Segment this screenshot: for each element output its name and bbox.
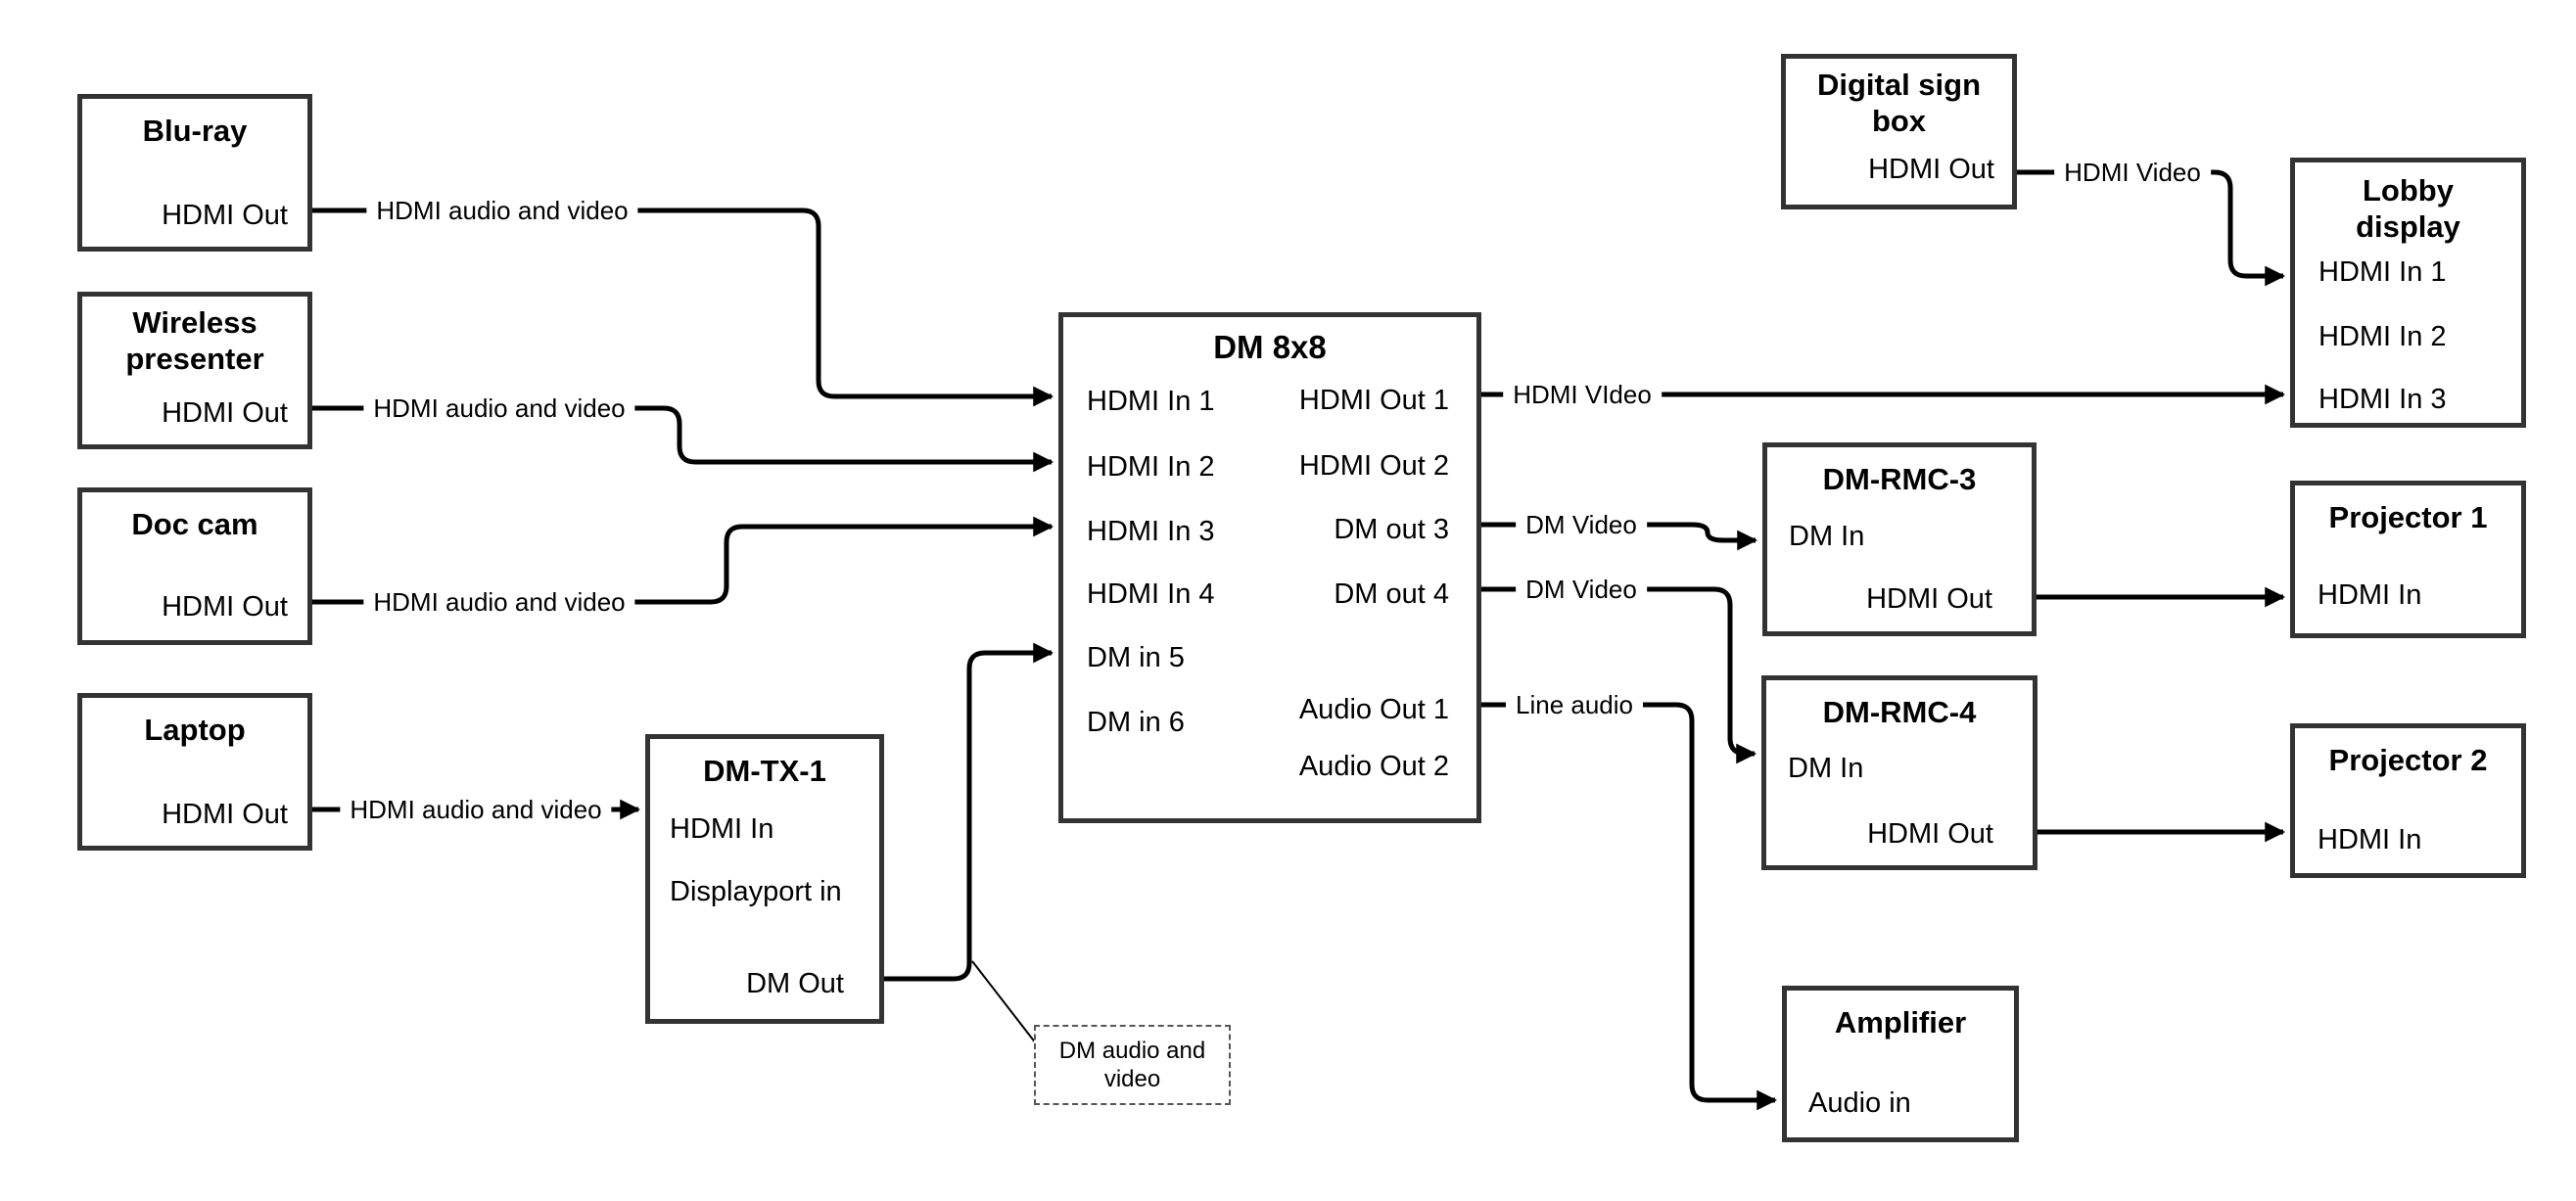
port-dm-in-5: DM in 5 — [1087, 642, 1185, 673]
node-amplifier: Amplifier Audio in — [1782, 986, 2019, 1142]
connector-dm8x8-out3-to-rmc3 — [1481, 522, 1758, 551]
node-dm-8x8: DM 8x8 HDMI In 1 HDMI In 2 HDMI In 3 HDM… — [1058, 312, 1481, 823]
edge-label-doccam-hdmi: HDMI audio and video — [363, 588, 635, 616]
port-hdmi-in-1: HDMI In 1 — [1087, 386, 1215, 417]
note-text: DM audio and video — [1058, 1038, 1206, 1092]
node-title: DM 8x8 — [1213, 329, 1327, 365]
node-doc-cam: Doc cam HDMI Out — [77, 487, 312, 645]
port-hdmi-in-1: HDMI In 1 — [2318, 256, 2447, 288]
edge-label-dm-video-out3: DM Video — [1516, 511, 1647, 538]
node-dm-tx-1: DM-TX-1 HDMI In Displayport in DM Out — [645, 734, 884, 1024]
node-projector-1: Projector 1 HDMI In — [2290, 481, 2526, 638]
port-displayport-in: Displayport in — [670, 876, 842, 907]
node-wireless-presenter: Wireless presenter HDMI Out — [77, 292, 312, 449]
port-hdmi-in: HDMI In — [2318, 824, 2422, 855]
port-hdmi-in-4: HDMI In 4 — [1087, 578, 1215, 610]
node-title: DM-RMC-4 — [1822, 695, 1977, 729]
port-audio-out-1: Audio Out 1 — [1298, 694, 1449, 725]
node-projector-2: Projector 2 HDMI In — [2290, 723, 2526, 878]
port-hdmi-out: HDMI Out — [162, 200, 288, 231]
port-audio-out-2: Audio Out 2 — [1298, 751, 1449, 782]
port-hdmi-in-3: HDMI In 3 — [2318, 384, 2447, 415]
node-title: Digital sign box — [1816, 68, 1982, 138]
port-hdmi-in: HDMI In — [670, 813, 774, 845]
port-audio-in: Audio in — [1808, 1087, 1911, 1119]
note-leader-line — [971, 960, 1037, 1044]
port-hdmi-in-2: HDMI In 2 — [2318, 321, 2447, 352]
node-title: Lobby display — [2356, 173, 2460, 244]
edge-label-bluray-hdmi: HDMI audio and video — [366, 197, 638, 224]
edge-label-line-audio: Line audio — [1506, 691, 1643, 718]
port-hdmi-out-2: HDMI Out 2 — [1298, 450, 1449, 482]
node-dm-rmc-3: DM-RMC-3 DM In HDMI Out — [1762, 442, 2037, 636]
node-dm-rmc-4: DM-RMC-4 DM In HDMI Out — [1761, 675, 2037, 870]
port-hdmi-out: HDMI Out — [1866, 583, 1992, 615]
connector-sign-to-lobby-in1 — [2017, 169, 2286, 287]
connector-doccam-to-dm8x8-in3 — [312, 516, 1054, 605]
node-digital-sign-box: Digital sign box HDMI Out — [1781, 54, 2017, 209]
note-dm-audio-and-video: DM audio and video — [1034, 1025, 1231, 1105]
port-hdmi-out: HDMI Out — [162, 397, 288, 429]
connector-dm8x8-audio1-to-amp — [1481, 702, 1778, 1111]
port-hdmi-out-1: HDMI Out 1 — [1298, 385, 1449, 416]
edge-label-wireless-hdmi: HDMI audio and video — [363, 394, 635, 422]
connector-dm8x8-out4-to-rmc4 — [1481, 586, 1757, 764]
port-dm-out: DM Out — [746, 968, 844, 999]
port-hdmi-in-3: HDMI In 3 — [1087, 516, 1215, 547]
port-dm-in-6: DM in 6 — [1087, 707, 1185, 738]
port-hdmi-in: HDMI In — [2318, 579, 2422, 611]
node-title: Doc cam — [131, 507, 258, 541]
edge-label-dm-video-out4: DM Video — [1516, 576, 1647, 603]
port-hdmi-out: HDMI Out — [1867, 818, 1993, 850]
node-title: Blu-ray — [142, 114, 248, 148]
node-title: Projector 1 — [2328, 500, 2488, 534]
port-hdmi-out: HDMI Out — [1868, 154, 1994, 185]
node-title: Amplifier — [1834, 1005, 1967, 1039]
edge-label-sign-hdmi-video: HDMI Video — [2054, 159, 2211, 186]
node-title: Projector 2 — [2328, 743, 2488, 777]
node-blu-ray: Blu-ray HDMI Out — [77, 94, 312, 252]
node-lobby-display: Lobby display HDMI In 1 HDMI In 2 HDMI I… — [2290, 158, 2526, 428]
node-laptop: Laptop HDMI Out — [77, 693, 312, 851]
port-dm-out-4: DM out 4 — [1334, 578, 1449, 610]
edge-label-laptop-hdmi: HDMI audio and video — [340, 796, 612, 823]
port-hdmi-out: HDMI Out — [162, 799, 288, 830]
port-dm-out-3: DM out 3 — [1334, 514, 1449, 545]
node-title: DM-RMC-3 — [1822, 462, 1977, 496]
port-dm-in: DM In — [1788, 753, 1864, 784]
node-title: DM-TX-1 — [703, 754, 826, 788]
port-hdmi-out: HDMI Out — [162, 591, 288, 623]
connector-bluray-to-dm8x8-in1 — [312, 208, 1054, 407]
port-dm-in: DM In — [1789, 521, 1865, 552]
node-title: Wireless presenter — [125, 305, 264, 376]
port-hdmi-in-2: HDMI In 2 — [1087, 451, 1215, 483]
edge-label-hdmi-video-out1: HDMI VIdeo — [1503, 381, 1662, 408]
connector-dmtx1-to-dm8x8-in5 — [884, 642, 1054, 982]
node-title: Laptop — [144, 713, 246, 747]
connector-wireless-to-dm8x8-in2 — [312, 405, 1054, 473]
